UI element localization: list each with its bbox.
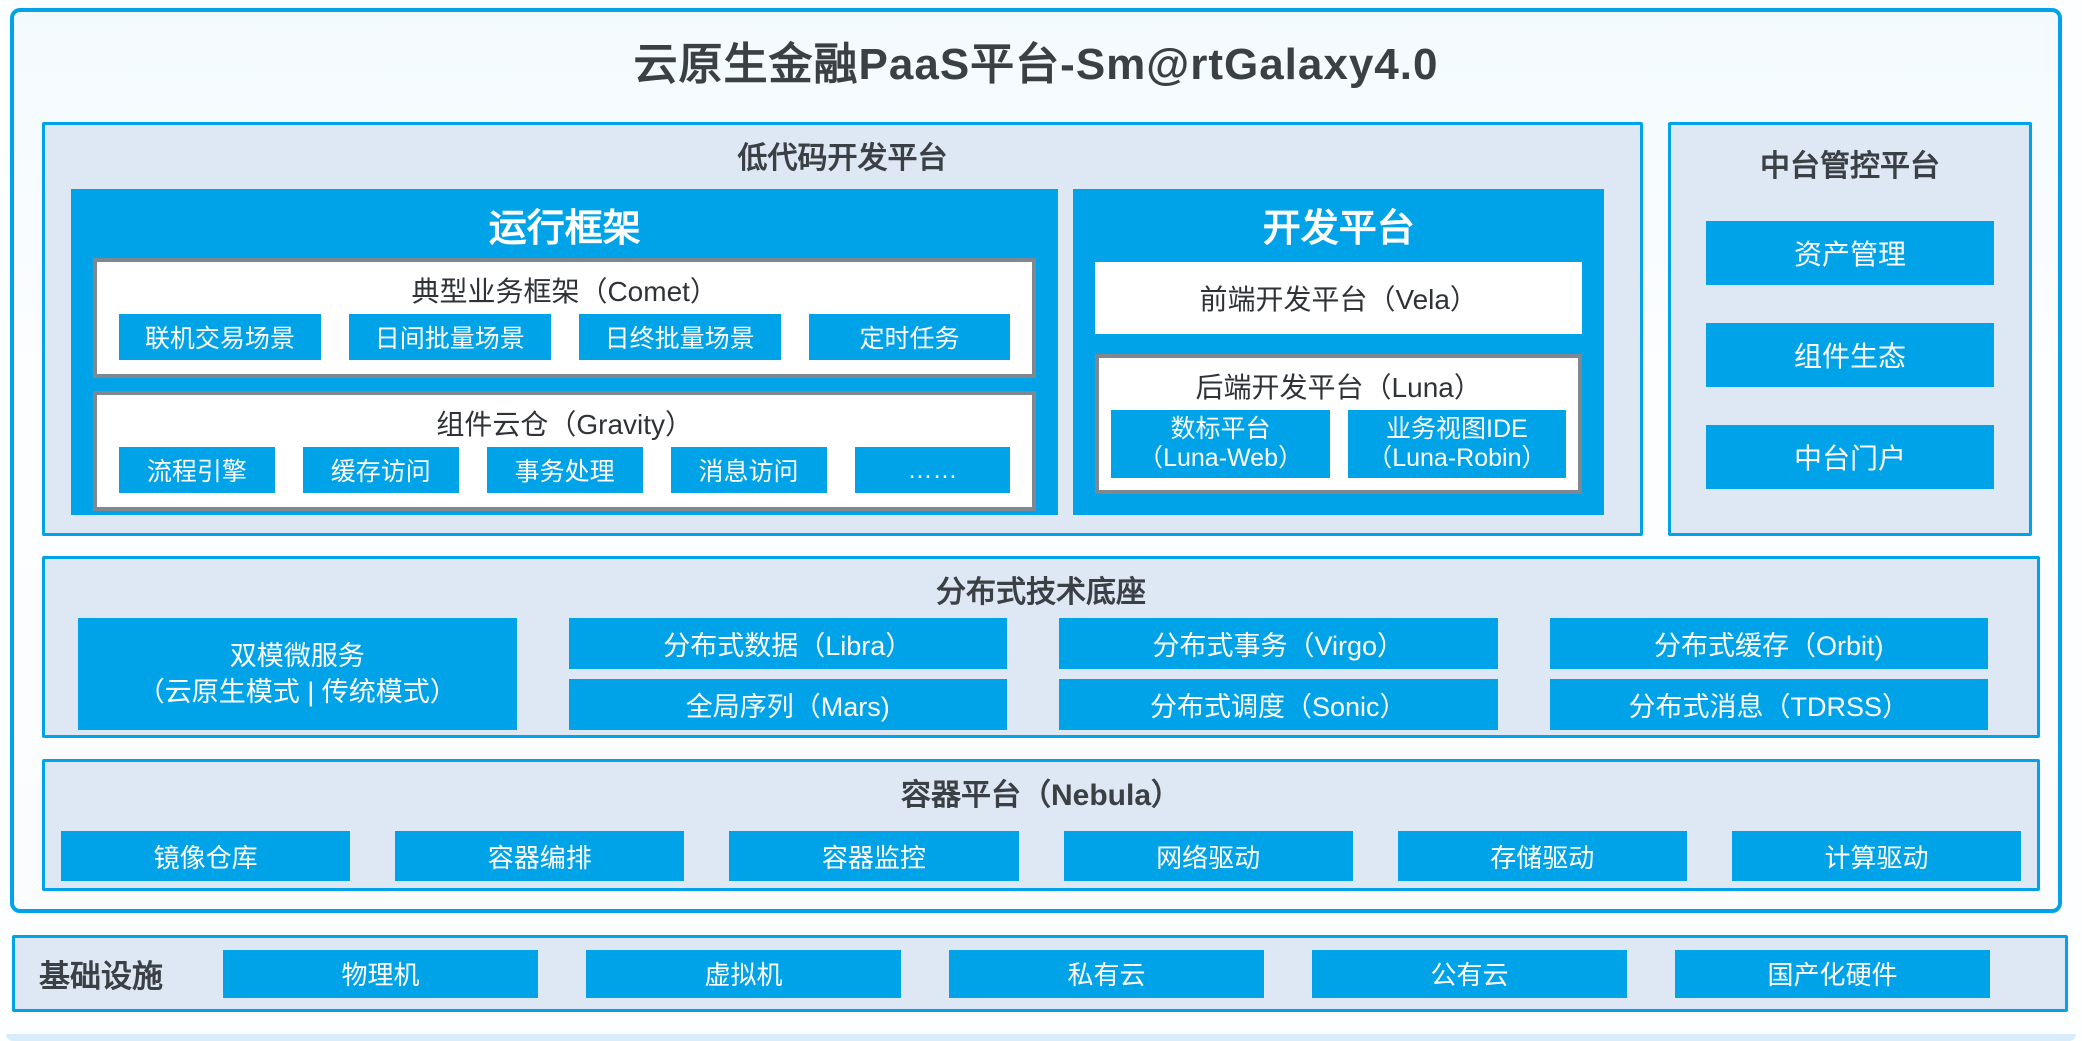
midplatform-item-asset-management[interactable]: 资产管理 (1706, 221, 1994, 285)
global-sequence-mars-button[interactable]: 全局序列（Mars) (568, 679, 1007, 730)
lowcode-platform-section: 低代码开发平台 运行框架 典型业务框架（Comet） 联机交易场景 日间批量场景… (42, 122, 1643, 536)
comet-item-online-trading[interactable]: 联机交易场景 (119, 314, 321, 360)
luna-backend-label: 后端开发平台（Luna） (1195, 372, 1482, 403)
distributed-base-header: 分布式技术底座 (936, 576, 1146, 609)
distributed-cache-orbit-button[interactable]: 分布式缓存（Orbit) (1549, 618, 1988, 669)
container-platform-section: 容器平台（Nebula） 镜像仓库 容器编排 容器监控 网络驱动 存储驱动 计算… (42, 759, 2040, 891)
dev-platform-panel: 开发平台 前端开发平台（Vela） 后端开发平台（Luna） 数标平台 （Lun… (1073, 189, 1604, 515)
container-platform-header: 容器平台（Nebula） (900, 779, 1182, 812)
comet-item-scheduled-task[interactable]: 定时任务 (808, 314, 1011, 360)
midplatform-section: 中台管控平台 资产管理 组件生态 中台门户 (1668, 122, 2032, 536)
page-title: 云原生金融PaaS平台-Sm@rtGalaxy4.0 (633, 40, 1439, 89)
runtime-framework-title: 运行框架 (488, 208, 641, 250)
container-item-storage-driver[interactable]: 存储驱动 (1397, 831, 1687, 881)
distributed-base-section: 分布式技术底座 双模微服务 （云原生模式 | 传统模式） 分布式数据（Libra… (42, 556, 2040, 738)
gravity-item-more[interactable]: …… (854, 447, 1011, 493)
container-item-compute-driver[interactable]: 计算驱动 (1731, 831, 2022, 881)
distributed-data-libra-button[interactable]: 分布式数据（Libra） (568, 618, 1007, 669)
luna-web-button[interactable]: 数标平台 （Luna-Web） (1111, 410, 1330, 478)
gravity-item-message-access[interactable]: 消息访问 (670, 447, 827, 493)
comet-items-row: 联机交易场景 日间批量场景 日终批量场景 定时任务 (97, 314, 1032, 374)
luna-web-line1: 数标平台 (1170, 414, 1271, 443)
container-item-orchestration[interactable]: 容器编排 (395, 831, 685, 881)
lowcode-platform-header: 低代码开发平台 (737, 142, 948, 175)
vela-frontend-box: 前端开发平台（Vela） (1095, 262, 1582, 334)
vela-frontend-label: 前端开发平台（Vela） (1199, 284, 1478, 315)
dual-mode-microservice-button[interactable]: 双模微服务 （云原生模式 | 传统模式） (78, 618, 517, 730)
bottom-edge-strip (6, 1034, 2076, 1041)
gravity-component-label: 组件云仓（Gravity） (436, 409, 694, 440)
luna-items-row: 数标平台 （Luna-Web） 业务视图IDE （Luna-Robin） (1099, 410, 1578, 490)
midplatform-items: 资产管理 组件生态 中台门户 (1706, 221, 1994, 489)
runtime-framework-panel: 运行框架 典型业务框架（Comet） 联机交易场景 日间批量场景 日终批量场景 … (71, 189, 1059, 515)
comet-item-daytime-batch[interactable]: 日间批量场景 (348, 314, 551, 360)
distributed-scheduler-sonic-button[interactable]: 分布式调度（Sonic） (1059, 679, 1498, 730)
luna-robin-line2: （Luna-Robin） (1367, 444, 1547, 472)
comet-framework-label: 典型业务框架（Comet） (411, 276, 718, 307)
dual-mode-line1: 双模微服务 (229, 640, 365, 671)
gravity-component-box: 组件云仓（Gravity） 流程引擎 缓存访问 事务处理 消息访问 …… (93, 391, 1037, 511)
infra-item-private-cloud[interactable]: 私有云 (949, 949, 1264, 998)
distributed-message-tdrss-button[interactable]: 分布式消息（TDRSS） (1549, 679, 1988, 730)
comet-item-endofday-batch[interactable]: 日终批量场景 (578, 314, 781, 360)
container-platform-items: 镜像仓库 容器编排 容器监控 网络驱动 存储驱动 计算驱动 (61, 831, 2022, 881)
distributed-grid: 双模微服务 （云原生模式 | 传统模式） 分布式数据（Libra） 分布式事务（… (78, 618, 1988, 730)
gravity-item-transaction[interactable]: 事务处理 (486, 447, 643, 493)
comet-framework-box: 典型业务框架（Comet） 联机交易场景 日间批量场景 日终批量场景 定时任务 (93, 258, 1037, 378)
dev-platform-title: 开发平台 (1262, 208, 1415, 250)
gravity-item-process-engine[interactable]: 流程引擎 (119, 447, 275, 493)
infrastructure-section: 基础设施 物理机 虚拟机 私有云 公有云 国产化硬件 (12, 935, 2068, 1012)
luna-robin-button[interactable]: 业务视图IDE （Luna-Robin） (1347, 410, 1567, 478)
midplatform-header: 中台管控平台 (1760, 150, 1940, 183)
infrastructure-items: 物理机 虚拟机 私有云 公有云 国产化硬件 (223, 949, 1990, 998)
infra-item-domestic-hardware[interactable]: 国产化硬件 (1675, 949, 1990, 998)
luna-web-line2: （Luna-Web） (1138, 444, 1303, 472)
container-item-monitoring[interactable]: 容器监控 (729, 831, 1019, 881)
container-item-network-driver[interactable]: 网络驱动 (1063, 831, 1353, 881)
lowcode-platform-body: 运行框架 典型业务框架（Comet） 联机交易场景 日间批量场景 日终批量场景 … (71, 189, 1604, 515)
distributed-transaction-virgo-button[interactable]: 分布式事务（Virgo） (1059, 618, 1498, 669)
infra-item-physical-machine[interactable]: 物理机 (223, 949, 538, 998)
dual-mode-line2: （云原生模式 | 传统模式） (137, 677, 457, 707)
infra-item-virtual-machine[interactable]: 虚拟机 (586, 949, 901, 998)
midplatform-item-component-ecosystem[interactable]: 组件生态 (1706, 323, 1994, 387)
infra-item-public-cloud[interactable]: 公有云 (1312, 949, 1627, 998)
infrastructure-label: 基础设施 (39, 959, 163, 994)
container-item-image-registry[interactable]: 镜像仓库 (61, 831, 351, 881)
gravity-items-row: 流程引擎 缓存访问 事务处理 消息访问 …… (97, 447, 1032, 507)
luna-backend-box: 后端开发平台（Luna） 数标平台 （Luna-Web） 业务视图IDE （Lu… (1095, 354, 1582, 494)
gravity-item-cache-access[interactable]: 缓存访问 (302, 447, 459, 493)
luna-robin-line1: 业务视图IDE (1386, 414, 1528, 443)
midplatform-item-portal[interactable]: 中台门户 (1706, 425, 1994, 489)
